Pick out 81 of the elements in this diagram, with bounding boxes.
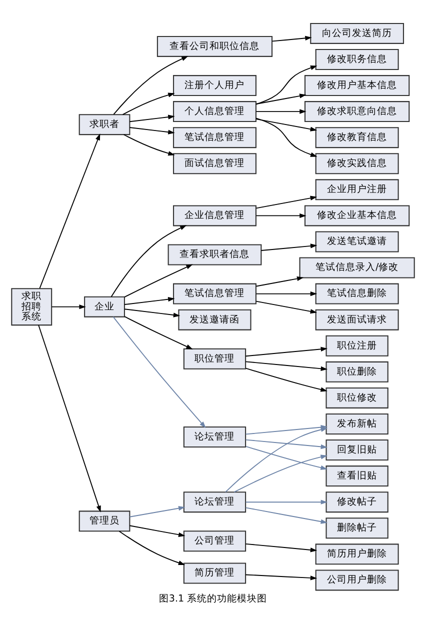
node-box: 修改求职意向信息 [304, 101, 410, 122]
arrow [255, 66, 318, 105]
arrow [129, 127, 175, 134]
arrow [245, 446, 328, 470]
arrow [245, 543, 318, 552]
node-box: 职位管理 [183, 348, 246, 370]
arrow [118, 530, 186, 566]
arrow [256, 94, 306, 104]
arrow [129, 114, 175, 122]
node-box: 公司管理 [183, 530, 246, 552]
node-box: 简历用户删除 [315, 544, 399, 565]
caption: 图3.1 系统的功能模块图 [158, 593, 268, 604]
arrow [124, 316, 193, 350]
arrow [38, 324, 101, 512]
arrow [129, 506, 186, 518]
node-box: 查看公司和职位信息 [156, 36, 273, 57]
node-box: 面试信息管理 [173, 153, 256, 174]
arrow [129, 525, 186, 537]
node-box: 注册个人用户 [173, 75, 256, 96]
node-box: 公司用户删除 [315, 570, 399, 591]
node-box: 笔试信息管理 [173, 127, 256, 148]
node-box: 求职招聘系统 [11, 288, 52, 326]
node-box: 简历管理 [183, 562, 246, 584]
node-box: 回复旧贴 [326, 440, 388, 461]
arrow [245, 500, 328, 504]
arrow [112, 316, 206, 428]
arrow [256, 213, 306, 218]
arrow [124, 264, 193, 298]
arrow [245, 368, 328, 392]
node-box: 笔试信息删除 [315, 283, 399, 304]
arrow [122, 92, 175, 116]
arrow [124, 296, 175, 305]
node-box: 发送面试请求 [315, 309, 399, 330]
node-box: 企业 [84, 296, 125, 318]
arrow [260, 244, 318, 251]
node-box: 管理员 [78, 510, 130, 532]
arrow [39, 134, 100, 289]
arrow [245, 361, 328, 371]
node-box: 修改帖子 [326, 492, 388, 513]
node-box: 职位注册 [326, 335, 388, 356]
arrow [245, 507, 328, 524]
arrow [256, 300, 318, 314]
node-box: 笔试信息录入/修改 [299, 257, 415, 278]
arrow [234, 454, 328, 493]
node-box: 求职者 [78, 114, 130, 136]
arrow [272, 36, 312, 42]
node-box: 企业用户注册 [315, 179, 399, 200]
node-box: 论坛管理 [183, 426, 246, 448]
arrow [113, 56, 188, 115]
arrow [256, 109, 306, 114]
arrow [123, 134, 175, 156]
node-box: 个人信息管理 [173, 101, 256, 122]
arrow [124, 308, 180, 318]
arrow [245, 346, 328, 357]
node-box: 删除帖子 [326, 518, 388, 539]
node-box: 论坛管理 [183, 492, 246, 513]
node-box: 修改教育信息 [315, 127, 399, 148]
arrow [225, 427, 328, 493]
arrow [255, 118, 318, 157]
arrow [110, 225, 187, 298]
arrow [256, 118, 318, 132]
node-box: 修改职务信息 [315, 48, 399, 70]
node-box: 发送笔试邀请 [315, 231, 399, 252]
node-box: 查看求职者信息 [168, 244, 262, 266]
arrow [245, 574, 318, 580]
arrow [51, 304, 86, 310]
node-box: 发送邀请函 [178, 309, 252, 330]
arrow [256, 196, 318, 209]
arrow [256, 276, 304, 287]
node-box: 企业信息管理 [173, 205, 256, 226]
node-box: 职位删除 [326, 361, 388, 382]
node-box: 修改企业基本信息 [304, 205, 410, 226]
node-box: 查看旧贴 [326, 466, 388, 487]
node-box: 职位修改 [326, 387, 388, 408]
node-box: 修改用户基本信息 [304, 75, 410, 96]
arrow [256, 291, 318, 296]
node-box: 发布新帖 [326, 413, 388, 434]
node-box: 修改实践信息 [315, 153, 399, 174]
arrow [245, 439, 328, 450]
node-box: 向公司发送简历 [310, 22, 404, 44]
node-box: 笔试信息管理 [173, 283, 256, 304]
